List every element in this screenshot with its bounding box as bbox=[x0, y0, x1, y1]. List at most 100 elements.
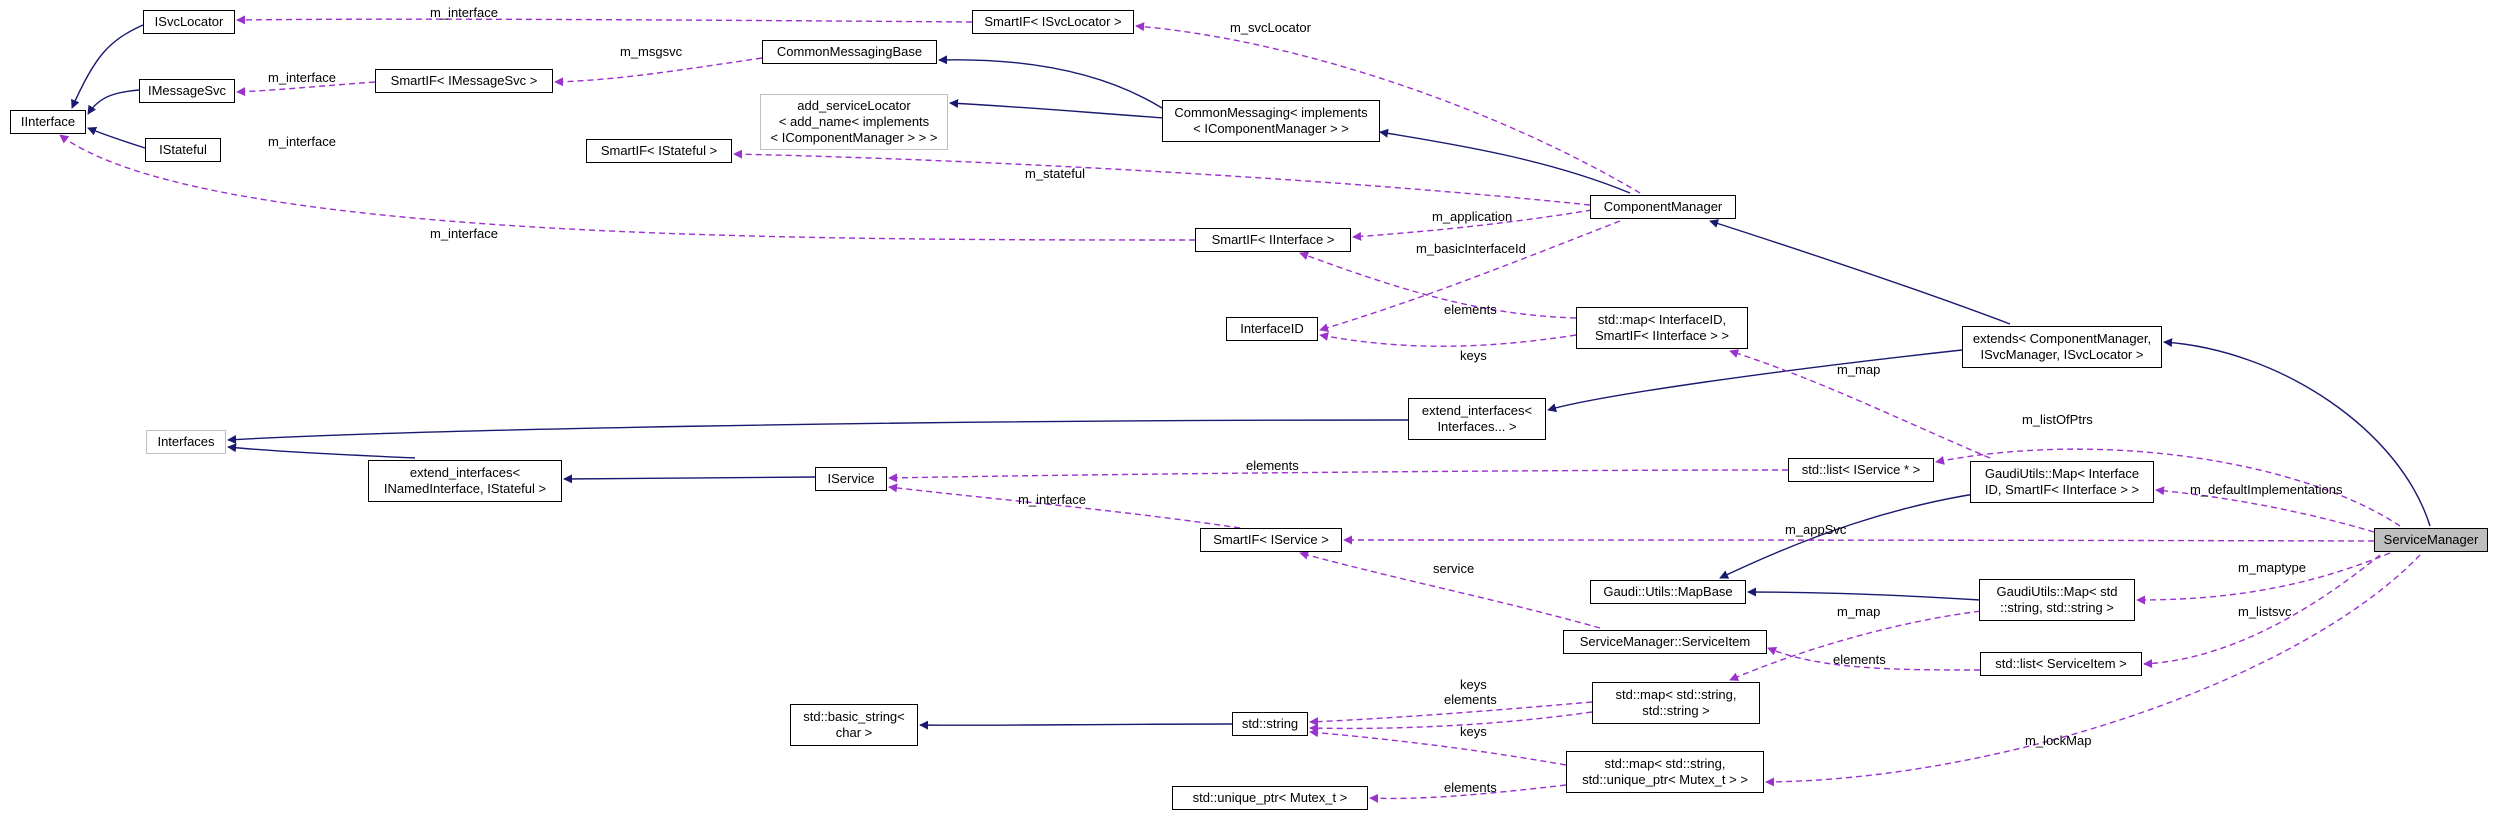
node-label: IService bbox=[827, 471, 875, 486]
edge-label: m_listOfPtrs bbox=[2022, 412, 2093, 427]
node-commonmessagingbase[interactable]: CommonMessagingBase bbox=[762, 40, 937, 64]
node-label: CommonMessagingBase bbox=[776, 44, 923, 59]
node-std-string[interactable]: std::string bbox=[1232, 712, 1308, 736]
usage-edge bbox=[1369, 784, 1567, 803]
usage-edge bbox=[1935, 448, 2401, 527]
inheritance-edge bbox=[919, 720, 1233, 730]
usage-edge bbox=[1299, 550, 1601, 629]
usage-edge bbox=[1309, 711, 1593, 733]
usage-edge bbox=[236, 15, 973, 25]
node-label: Gaudi::Utils::MapBase bbox=[1603, 584, 1733, 599]
node-smartif-iinterface[interactable]: SmartIF< IInterface > bbox=[1195, 228, 1351, 252]
inheritance-edge bbox=[1709, 219, 2011, 325]
node-label: SmartIF< IInterface > bbox=[1211, 232, 1335, 247]
edge-label: elements bbox=[1444, 780, 1497, 795]
edge-label: m_lockMap bbox=[2025, 733, 2092, 748]
edge-label: m_defaultImplementations bbox=[2190, 482, 2343, 497]
node-std-basic-string[interactable]: std::basic_string< char > bbox=[790, 704, 918, 746]
node-label: std::string bbox=[1241, 716, 1299, 731]
usage-edge bbox=[2143, 554, 2381, 669]
node-interfaces[interactable]: Interfaces bbox=[146, 430, 226, 454]
node-extends[interactable]: extends< ComponentManager, ISvcManager, … bbox=[1962, 326, 2162, 368]
node-label: ComponentManager bbox=[1603, 199, 1723, 214]
node-servicemanager[interactable]: ServiceManager bbox=[2374, 528, 2488, 552]
node-istateful[interactable]: IStateful bbox=[145, 138, 221, 162]
node-gaudi-utils-mapbase[interactable]: Gaudi::Utils::MapBase bbox=[1590, 580, 1746, 604]
node-label: SmartIF< IInterface > > bbox=[1594, 328, 1730, 343]
usage-edge bbox=[1767, 647, 1981, 671]
edge-label: elements bbox=[1444, 302, 1497, 317]
inheritance-edge bbox=[1747, 587, 1981, 601]
node-label: < IComponentManager > > bbox=[1193, 121, 1349, 136]
node-label: char > bbox=[835, 725, 873, 740]
node-iinterface[interactable]: IInterface bbox=[10, 110, 86, 134]
node-label: < IComponentManager > > > bbox=[770, 130, 938, 145]
edge-label: m_application bbox=[1432, 209, 1513, 224]
edge-label: m_interface bbox=[1018, 492, 1086, 507]
inheritance-edge bbox=[87, 126, 146, 149]
node-label: extend_interfaces< bbox=[409, 465, 521, 480]
node-label: std::map< std::string, bbox=[1604, 756, 1726, 771]
edge-label: elements bbox=[1444, 692, 1497, 707]
inheritance-edge bbox=[2163, 338, 2431, 527]
node-label: std::list< IService * > bbox=[1801, 462, 1921, 477]
node-gaudiutils-map-interface[interactable]: GaudiUtils::Map< Interface ID, SmartIF< … bbox=[1970, 461, 2154, 503]
edge-label: m_interface bbox=[268, 70, 336, 85]
usage-edge bbox=[1309, 701, 1593, 727]
node-label: IStateful bbox=[159, 142, 207, 157]
node-iservice[interactable]: IService bbox=[815, 467, 887, 491]
node-smartif-iservice[interactable]: SmartIF< IService > bbox=[1200, 528, 1342, 552]
node-imessagesvc[interactable]: IMessageSvc bbox=[139, 79, 235, 103]
node-extend-interfaces-interfaces[interactable]: extend_interfaces< Interfaces... > bbox=[1408, 398, 1546, 440]
inheritance-edge bbox=[563, 474, 816, 484]
edge-label: m_basicInterfaceId bbox=[1416, 241, 1526, 256]
node-label: extends< ComponentManager, bbox=[1972, 331, 2152, 346]
usage-edge bbox=[888, 483, 1241, 529]
node-std-list-iservice[interactable]: std::list< IService * > bbox=[1788, 458, 1934, 482]
node-label: SmartIF< IService > bbox=[1213, 532, 1329, 547]
edge-label: keys bbox=[1460, 348, 1487, 363]
node-label: std::basic_string< bbox=[803, 709, 905, 724]
node-servicemanager-serviceitem[interactable]: ServiceManager::ServiceItem bbox=[1563, 630, 1767, 654]
node-label: IInterface bbox=[20, 114, 76, 129]
node-componentmanager[interactable]: ComponentManager bbox=[1590, 195, 1736, 219]
usage-edge bbox=[236, 81, 376, 97]
edge-label: keys bbox=[1460, 677, 1487, 692]
node-label: CommonMessaging< implements bbox=[1174, 105, 1368, 120]
edge-label: m_maptype bbox=[2238, 560, 2306, 575]
node-std-list-serviceitem[interactable]: std::list< ServiceItem > bbox=[1980, 652, 2142, 676]
edge-label: keys bbox=[1460, 724, 1487, 739]
node-smartif-istateful[interactable]: SmartIF< IStateful > bbox=[586, 139, 732, 163]
usage-edge bbox=[1319, 332, 1577, 347]
edge-label: service bbox=[1433, 561, 1475, 576]
node-label: ServiceManager::ServiceItem bbox=[1579, 634, 1751, 649]
edge-label: m_listsvc bbox=[2238, 604, 2292, 619]
node-std-map-interfaceid[interactable]: std::map< InterfaceID, SmartIF< IInterfa… bbox=[1576, 307, 1748, 349]
node-label: ID, SmartIF< IInterface > > bbox=[1984, 482, 2140, 497]
inheritance-edge bbox=[71, 24, 144, 109]
usage-edge bbox=[1135, 22, 1641, 194]
inheritance-edge bbox=[1379, 128, 1631, 194]
node-std-unique-ptr[interactable]: std::unique_ptr< Mutex_t > bbox=[1172, 786, 1368, 810]
node-isvclocator[interactable]: ISvcLocator bbox=[143, 10, 235, 34]
node-interfaceid[interactable]: InterfaceID bbox=[1226, 317, 1318, 341]
node-label: Interfaces bbox=[157, 434, 215, 449]
edge-label: elements bbox=[1833, 652, 1886, 667]
usage-edge bbox=[888, 469, 1789, 483]
node-std-map-string-string[interactable]: std::map< std::string, std::string > bbox=[1592, 682, 1760, 724]
node-add-servicelocator[interactable]: add_serviceLocator < add_name< implement… bbox=[760, 94, 948, 150]
node-label: std::map< InterfaceID, bbox=[1597, 312, 1727, 327]
node-commonmessaging[interactable]: CommonMessaging< implements < IComponent… bbox=[1162, 100, 1380, 142]
node-label: std::map< std::string, bbox=[1615, 687, 1737, 702]
node-label: SmartIF< IStateful > bbox=[600, 143, 718, 158]
node-label: SmartIF< IMessageSvc > bbox=[390, 73, 538, 88]
inheritance-edge bbox=[227, 419, 1409, 445]
node-std-map-string-unique-ptr[interactable]: std::map< std::string, std::unique_ptr< … bbox=[1566, 751, 1764, 793]
node-label: < add_name< implements bbox=[778, 114, 930, 129]
node-extend-interfaces-inamedinterface[interactable]: extend_interfaces< INamedInterface, ISta… bbox=[368, 460, 562, 502]
node-gaudiutils-map-std[interactable]: GaudiUtils::Map< std ::string, std::stri… bbox=[1979, 579, 2135, 621]
node-smartif-imessagesvc[interactable]: SmartIF< IMessageSvc > bbox=[375, 69, 553, 93]
inheritance-edge bbox=[227, 443, 416, 459]
node-label: SmartIF< ISvcLocator > bbox=[984, 14, 1122, 29]
node-smartif-isvclocator[interactable]: SmartIF< ISvcLocator > bbox=[972, 10, 1134, 34]
